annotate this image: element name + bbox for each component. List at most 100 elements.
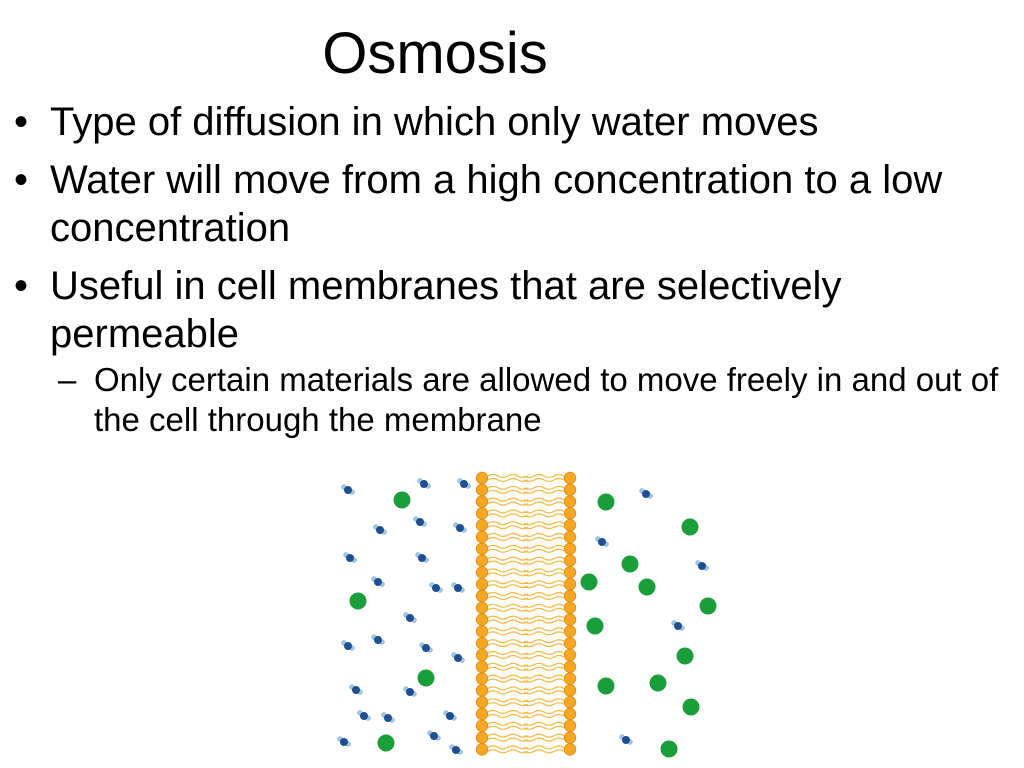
water-oxygen [420, 480, 428, 488]
solute-particle [349, 592, 367, 610]
lipid-head [563, 731, 577, 744]
water-oxygen [454, 584, 462, 592]
water-molecule [419, 642, 433, 653]
lipid-tail [523, 473, 565, 479]
lipid-tail [523, 584, 565, 589]
lipid-head [563, 483, 577, 496]
solute-particle [699, 597, 717, 615]
slide-title: Osmosis [322, 21, 548, 86]
lipid-tail [523, 485, 565, 490]
bullet-marker: • [14, 158, 29, 202]
water-molecule [337, 736, 351, 747]
lipid-tail [487, 737, 529, 742]
lipid-head [563, 530, 577, 544]
lipid-head [563, 743, 577, 756]
lipid-tail [523, 627, 565, 632]
lipid-tail [487, 509, 529, 514]
lipid-head [475, 601, 489, 615]
lipid-tail [523, 560, 565, 565]
lipid-tail [523, 595, 565, 601]
water-molecule [443, 710, 457, 721]
solute-particle [417, 669, 435, 687]
lipid-tail [523, 477, 565, 483]
lipid-head [475, 530, 489, 544]
lipid-head [475, 483, 489, 496]
lipid-tail [487, 674, 529, 679]
lipid-tail [487, 607, 529, 612]
sub-bullet-marker: – [58, 361, 77, 398]
lipid-head [563, 660, 577, 674]
lipid-tail [523, 615, 565, 620]
bullet-text: Water will move from a high concentratio… [50, 158, 943, 250]
bullet-marker: • [14, 264, 29, 308]
lipid-head [475, 566, 489, 579]
water-molecule [381, 712, 395, 723]
lipid-head [475, 684, 489, 697]
lipid-tail [523, 749, 565, 754]
water-oxygen [352, 686, 360, 694]
lipid-tail [487, 485, 529, 490]
lipid-tail [523, 572, 565, 577]
bullet-item: • Type of diffusion in which only water … [10, 98, 1015, 146]
lipid-head [475, 672, 489, 685]
solute-particle [649, 674, 667, 692]
lipid-head [563, 613, 577, 626]
lipid-tail [523, 556, 565, 561]
bullet-item: • Useful in cell membranes that are sele… [10, 262, 1015, 440]
lipid-tail [487, 473, 529, 479]
lipid-head [475, 625, 489, 638]
lipid-tail [523, 591, 565, 597]
water-oxygen [598, 538, 606, 546]
lipid-head [475, 660, 489, 674]
lipid-head [563, 695, 577, 709]
lipid-tail [523, 536, 565, 542]
lipid-tail [487, 568, 529, 573]
lipid-head [475, 743, 489, 756]
solute-particle [377, 734, 395, 752]
water-oxygen [406, 688, 414, 696]
lipid-tail [523, 678, 565, 683]
water-molecule [403, 686, 417, 697]
water-oxygen [430, 732, 438, 740]
lipid-head [563, 519, 577, 532]
bullet-text: Type of diffusion in which only water mo… [50, 100, 819, 144]
water-oxygen [642, 490, 650, 498]
lipid-head [475, 731, 489, 744]
lipid-head [563, 554, 577, 567]
water-oxygen [384, 714, 392, 722]
lipid-tail [523, 745, 565, 750]
lipid-tail [523, 521, 565, 526]
water-molecule [417, 478, 431, 489]
solute-particle [597, 493, 615, 511]
lipid-tail [523, 580, 565, 585]
lipid-tail [523, 662, 565, 667]
lipid-head [563, 601, 577, 615]
water-molecule [595, 536, 609, 547]
water-oxygen [344, 486, 352, 494]
lipid-tail [523, 525, 565, 530]
water-molecule [371, 634, 385, 645]
lipid-head [475, 613, 489, 626]
bullet-marker: • [14, 100, 29, 144]
lipid-head [563, 719, 577, 733]
lipid-tail [523, 631, 565, 636]
water-oxygen [674, 622, 682, 630]
water-oxygen [416, 518, 424, 526]
solute-particle [681, 518, 699, 536]
bullet-text: Useful in cell membranes that are select… [50, 264, 842, 356]
lipid-tail [487, 627, 529, 632]
water-molecule [371, 576, 385, 587]
solute-particle [660, 740, 678, 758]
sub-bullet-text: Only certain materials are allowed to mo… [94, 361, 999, 438]
lipid-tail [523, 513, 565, 518]
water-molecule [403, 612, 417, 623]
lipid-tail [523, 702, 565, 707]
lipid-head [563, 707, 577, 721]
lipid-tail [523, 733, 565, 738]
lipid-tail [487, 615, 529, 620]
lipid-tail [523, 568, 565, 573]
water-oxygen [454, 654, 462, 662]
lipid-tail [487, 662, 529, 667]
water-molecule [343, 552, 357, 563]
lipid-tail [487, 745, 529, 750]
